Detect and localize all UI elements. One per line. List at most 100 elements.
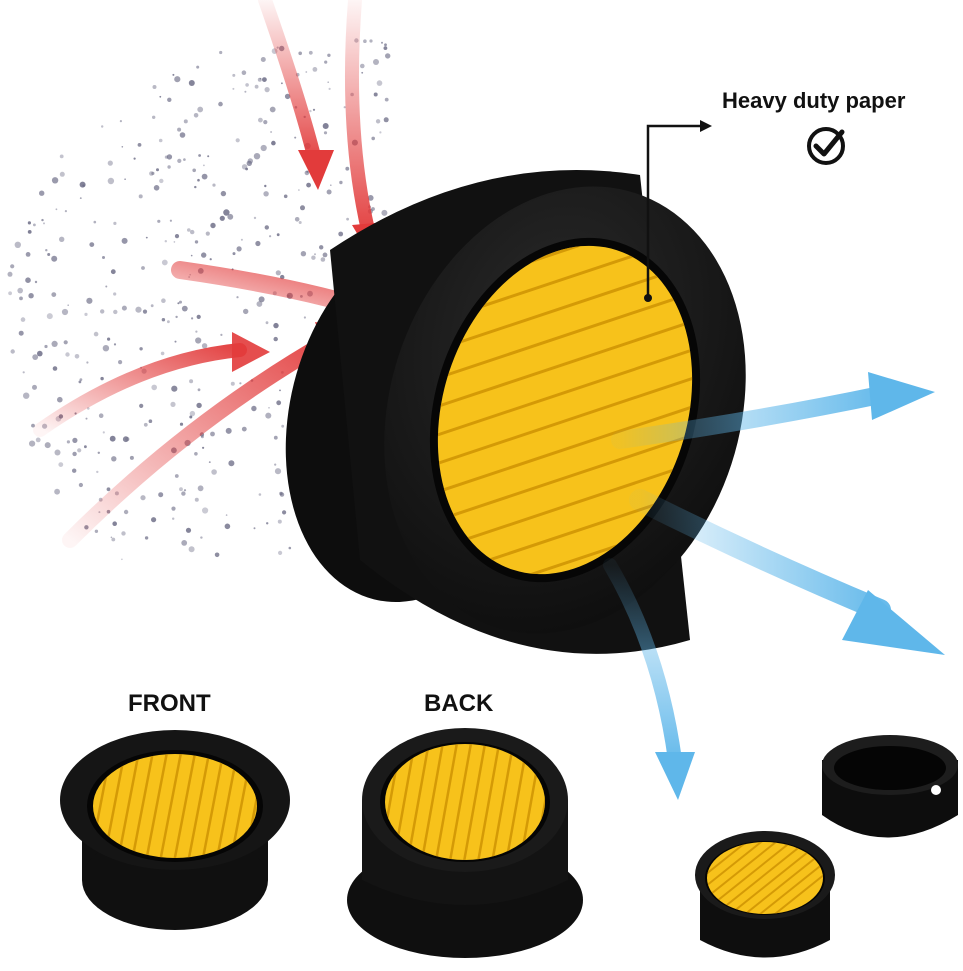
- dust-particle: [294, 217, 300, 222]
- dust-particle: [381, 41, 383, 44]
- outflow-arrow: [629, 489, 891, 621]
- dust-particle: [18, 330, 24, 336]
- dust-particle: [17, 287, 24, 294]
- dust-particle: [129, 455, 134, 460]
- dust-particle: [363, 39, 367, 43]
- dust-particle: [264, 184, 267, 188]
- intake-arrow: [344, 0, 375, 237]
- dust-particle: [276, 400, 282, 406]
- dust-particle: [203, 164, 205, 167]
- dust-particle: [312, 67, 318, 72]
- dust-particle: [34, 280, 38, 284]
- filter-pleat: [157, 754, 184, 858]
- small-filter-paper: [707, 842, 823, 914]
- dust-particle: [102, 256, 105, 259]
- dust-particle: [52, 366, 58, 371]
- dust-particle: [324, 60, 328, 64]
- filter-pleat: [185, 754, 212, 858]
- dust-particle: [97, 451, 101, 454]
- dust-particle: [254, 84, 259, 89]
- dust-particle: [161, 298, 166, 304]
- filter-pleat: [171, 754, 198, 858]
- outflow-arrow: [611, 386, 889, 449]
- outflow-arrows: [603, 372, 945, 800]
- dust-particle: [170, 401, 176, 407]
- dust-particle: [55, 208, 58, 211]
- dust-particle: [346, 217, 349, 221]
- dust-particle: [247, 158, 253, 164]
- dust-particle: [197, 388, 201, 392]
- dust-particle: [384, 43, 387, 47]
- dust-particle: [274, 468, 282, 475]
- filter-pleat: [419, 339, 721, 443]
- dust-particle: [78, 482, 83, 488]
- dust-particle: [230, 381, 235, 386]
- dust-particle: [328, 87, 331, 90]
- filter-pleat: [419, 396, 721, 500]
- dust-particle: [46, 313, 53, 320]
- dust-particle: [123, 509, 129, 515]
- dust-particle: [187, 228, 191, 232]
- dust-particle: [279, 492, 285, 497]
- dust-particle: [241, 70, 247, 75]
- dust-particle: [96, 470, 99, 474]
- dust-particle: [327, 53, 331, 57]
- filter-pleat: [707, 842, 823, 888]
- dust-particle: [202, 446, 205, 449]
- intake-arrow: [33, 343, 247, 437]
- dust-particle: [152, 115, 156, 120]
- outflow-arrow: [603, 558, 682, 767]
- dust-particle: [79, 378, 83, 381]
- dust-particle: [188, 546, 195, 553]
- dust-particle: [300, 251, 307, 257]
- dust-particle: [19, 296, 23, 301]
- dust-particle: [58, 462, 64, 467]
- filter-pleat: [199, 754, 226, 858]
- dust-particle: [157, 219, 161, 223]
- callout-arrowhead: [700, 120, 712, 132]
- dust-particle: [171, 385, 178, 392]
- dust-particle: [360, 63, 365, 69]
- dust-particle: [61, 308, 69, 316]
- dust-particle: [201, 252, 207, 258]
- dust-particle: [121, 558, 123, 561]
- dust-particle: [256, 301, 263, 307]
- dust-particle: [101, 125, 104, 128]
- dust-particle: [264, 225, 269, 230]
- dust-particle: [279, 389, 281, 392]
- dust-particle: [227, 213, 234, 220]
- dust-particle: [196, 65, 200, 69]
- dust-particle: [51, 255, 58, 262]
- dust-particle: [384, 97, 389, 102]
- dust-particle: [243, 308, 249, 315]
- back-view-filter: [347, 728, 583, 958]
- dust-particle: [27, 230, 32, 234]
- dust-particle: [23, 392, 30, 399]
- dust-particle: [308, 50, 313, 55]
- dust-particle: [57, 396, 63, 403]
- dust-particle: [205, 231, 210, 236]
- dust-particle: [39, 190, 45, 196]
- dust-particle: [263, 120, 268, 125]
- dust-particle: [174, 474, 179, 478]
- dust-particle: [373, 59, 379, 65]
- dust-particle: [253, 527, 256, 530]
- dust-particle: [133, 157, 136, 160]
- dust-particle: [191, 317, 194, 320]
- dust-particle: [265, 412, 272, 419]
- dust-particle: [319, 245, 324, 250]
- dust-particle: [367, 195, 374, 201]
- dust-particle: [311, 255, 316, 260]
- check-circle-icon: [807, 127, 845, 165]
- dust-particle: [143, 422, 148, 427]
- dust-particle: [171, 506, 176, 511]
- dust-particle: [312, 108, 316, 111]
- intake-arrowhead: [298, 150, 334, 190]
- dust-particle: [177, 158, 182, 163]
- dust-particle: [174, 234, 180, 239]
- dust-particle: [51, 292, 57, 297]
- dust-particle: [239, 382, 242, 385]
- dust-particle: [361, 71, 364, 74]
- dust-particle: [135, 306, 142, 313]
- dust-particle: [220, 190, 227, 197]
